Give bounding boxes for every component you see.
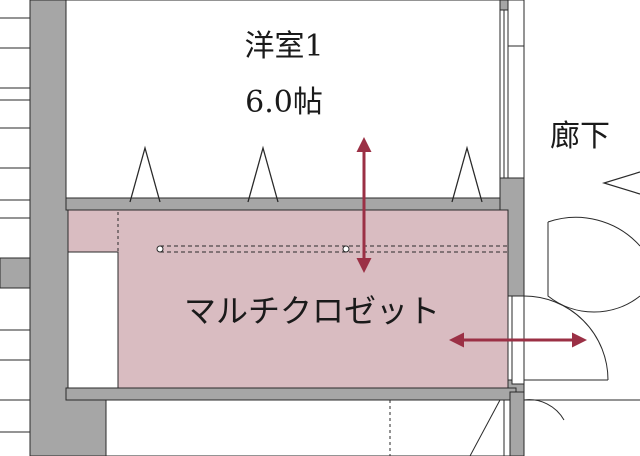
corridor-area [511,0,640,456]
closet-name: マルチクロゼット [184,292,440,330]
bedroom-size: 6.0帖 [245,85,323,120]
closet-area [67,209,510,389]
left-stair-area [0,0,31,456]
bedroom-area [65,0,525,203]
corridor-name: 廊下 [550,119,610,154]
bedroom-name: 洋室1 [244,29,323,64]
folding-door-marks [129,145,483,203]
lower-room-area [105,399,511,456]
hanger-pipe [156,245,510,253]
